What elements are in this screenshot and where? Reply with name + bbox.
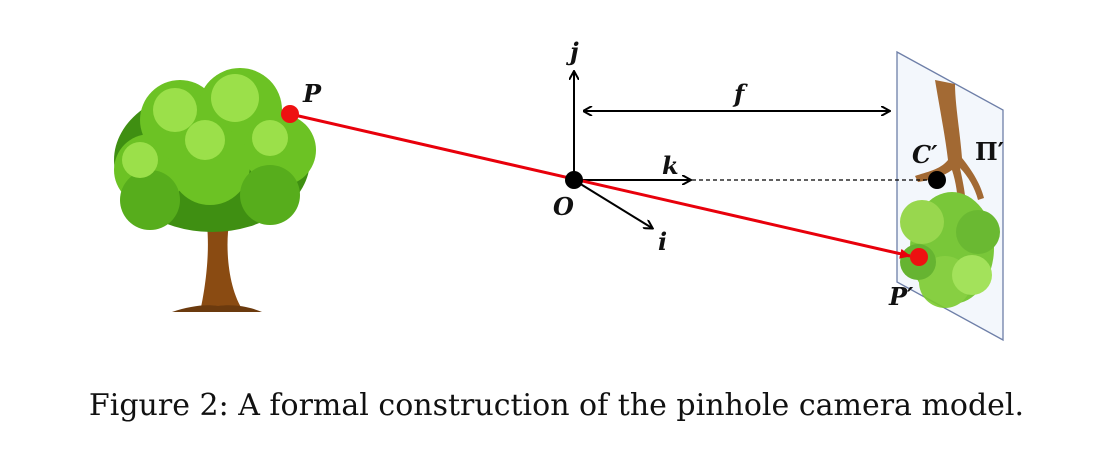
label-p: P <box>302 79 322 108</box>
projection-ray <box>289 112 911 259</box>
label-origin: O <box>553 192 574 221</box>
point-p-prime-marker <box>910 248 928 266</box>
tree-foliage <box>114 68 316 232</box>
figure-caption: Figure 2: A formal construction of the p… <box>88 388 1025 423</box>
label-p-prime: P′ <box>888 282 914 311</box>
label-axis-k: k <box>662 151 679 180</box>
principal-point-marker <box>928 171 946 189</box>
label-focal-length: f <box>732 79 748 108</box>
label-axis-j: j <box>566 37 579 66</box>
point-p-marker <box>281 105 299 123</box>
label-image-plane: Π′ <box>975 137 1004 166</box>
label-principal-point: C′ <box>912 140 938 169</box>
origin-marker <box>565 171 583 189</box>
tree-illustration <box>114 68 316 312</box>
label-axis-i: i <box>658 227 667 256</box>
axis-i-line <box>573 179 652 228</box>
